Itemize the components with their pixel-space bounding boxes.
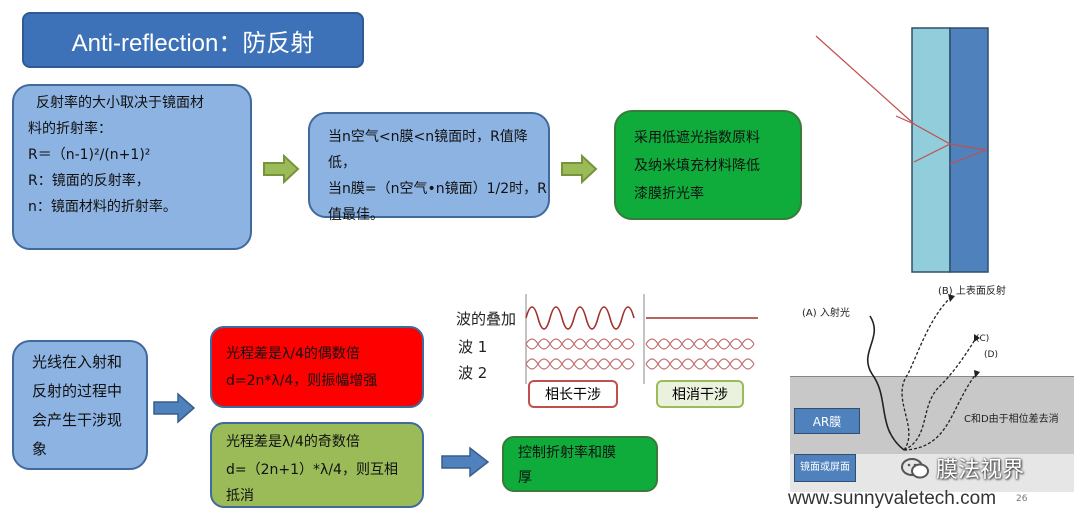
wave1-label: 波 1 — [458, 338, 488, 356]
wechat-icon — [901, 458, 929, 479]
red-line2: d=2n*λ/4，则振幅增强 — [226, 373, 378, 389]
olive-line2: d=（2n+1）*λ/4，则互相 — [226, 462, 398, 478]
box4-line2: 反射的过程中 — [32, 382, 123, 400]
wave1-left-b — [525, 338, 635, 350]
ray-c-label: (C) — [976, 334, 990, 344]
wave2-left-b — [525, 358, 635, 370]
arrow-right-icon — [561, 154, 598, 184]
wave-interference-diagram — [525, 294, 758, 384]
box1-line5: n：镜面材料的折射率。 — [28, 199, 177, 215]
green2-line1: 控制折射率和膜 — [518, 445, 616, 461]
box2-line2: 当n膜=（n空气•n镜面）1/2时，R — [328, 181, 547, 197]
wave1-left — [525, 338, 635, 350]
destructive-label: 相消干涉 — [656, 380, 744, 408]
constructive-condition-box: 光程差是λ/4的偶数倍 d=2n*λ/4，则振幅增强 — [210, 326, 424, 408]
wave2-left — [525, 358, 635, 370]
wave1-right — [645, 338, 755, 350]
box3-line3: 漆膜折光率 — [634, 186, 704, 202]
ar-film-tag: AR膜 — [794, 408, 860, 434]
top-reflection-label: (B) 上表面反射 — [938, 286, 1006, 297]
wave2-label: 波 2 — [458, 364, 488, 382]
phase-cancel-label: C和D由于相位差去消 — [964, 414, 1059, 425]
incident-light-label: (A) 入射光 — [802, 308, 850, 319]
arrow-right-icon — [441, 446, 490, 478]
wave1-right-b — [645, 338, 755, 350]
box4-line3: 会产生干涉现 — [32, 411, 123, 429]
box1-line3: R＝（n-1)²/(n+1)² — [28, 147, 151, 163]
refraction-slab-diagram — [815, 27, 989, 273]
page-number: 26 — [1016, 494, 1028, 504]
box1-line1: 反射率的大小取决于镜面材 — [36, 95, 204, 111]
interference-intro-box: 光线在入射和 反射的过程中 会产生干涉现 象 — [12, 340, 148, 470]
green2-line2: 厚 — [518, 470, 532, 486]
ray-d-label: (D) — [984, 350, 998, 360]
destructive-condition-box: 光程差是λ/4的奇数倍 d=（2n+1）*λ/4，则互相 抵消 — [210, 422, 424, 508]
website-url: www.sunnyvaletech.com — [788, 488, 997, 509]
olive-line3: 抵消 — [226, 488, 254, 504]
olive-line1: 光程差是λ/4的奇数倍 — [226, 434, 360, 450]
wave-superposition-label: 波的叠加 — [456, 310, 517, 328]
watermark-text: 膜法视界 — [936, 458, 1025, 483]
red-line1: 光程差是λ/4的偶数倍 — [226, 346, 360, 362]
substrate-tag: 镜面或屏面 — [794, 454, 856, 482]
arrow-right-icon — [263, 154, 300, 184]
box4-line1: 光线在入射和 — [32, 353, 123, 371]
box4-line4: 象 — [32, 440, 48, 458]
watermark: 膜法视界 — [900, 452, 1024, 484]
optimal-index-box: 当n空气<n膜<n镜面时，R值降低， 当n膜=（n空气•n镜面）1/2时，R 值… — [308, 112, 550, 223]
box3-line2: 及纳米填充材料降低 — [634, 158, 760, 174]
constructive-label: 相长干涉 — [528, 380, 618, 408]
title-text: Anti-reflection：防反射 — [71, 29, 315, 57]
box1-line4: R：镜面的反射率， — [28, 173, 150, 189]
arrow-right-icon — [153, 392, 196, 424]
low-index-material-box: 采用低遮光指数原料 及纳米填充材料降低 漆膜折光率 — [614, 110, 802, 220]
box2-line1: 当n空气<n膜<n镜面时，R值降低， — [328, 129, 528, 171]
wave2-right — [645, 358, 755, 370]
constructive-wave — [525, 306, 635, 330]
wave2-right-b — [645, 358, 755, 370]
box3-line1: 采用低遮光指数原料 — [634, 130, 760, 146]
ar-rays — [866, 294, 980, 451]
box1-line2: 料的折射率： — [28, 121, 112, 137]
ar-film-figure: (A) 入射光 (B) 上表面反射 (C) (D) AR膜 C和D由于相位差去消… — [780, 278, 1076, 492]
reflectance-formula-box: 反射率的大小取决于镜面材 料的折射率： R＝（n-1)²/(n+1)² R：镜面… — [12, 84, 252, 250]
page-title: Anti-reflection：防反射 — [22, 12, 364, 68]
control-index-thickness-box: 控制折射率和膜 厚 — [502, 436, 658, 492]
box2-line3: 值最佳。 — [328, 207, 384, 223]
